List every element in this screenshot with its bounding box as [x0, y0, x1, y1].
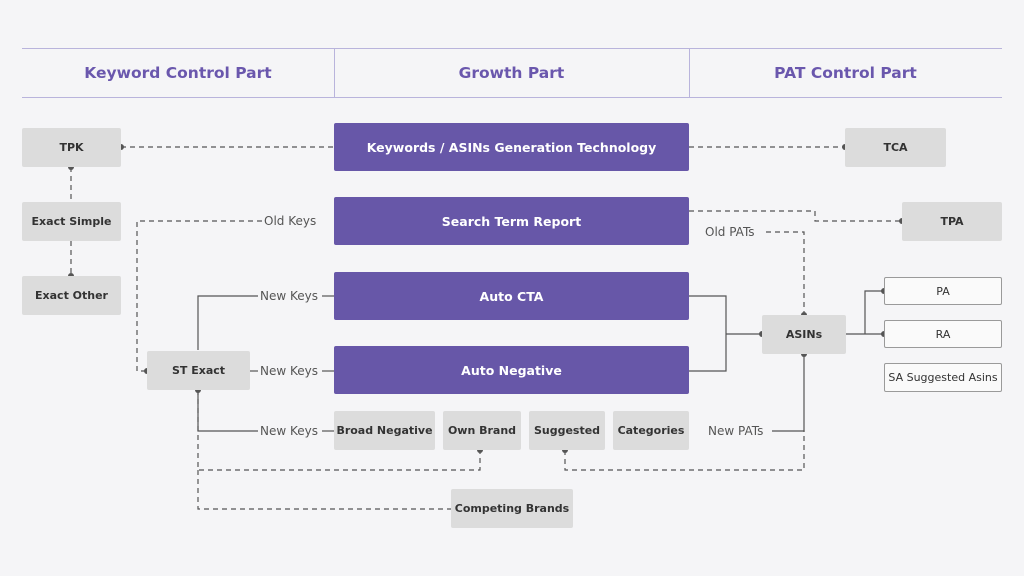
label-old-keys: Old Keys: [262, 214, 319, 228]
header-divider-right: [689, 48, 690, 98]
node-search-term-report: Search Term Report: [334, 197, 689, 245]
label-new-keys-broad: New Keys: [258, 424, 320, 438]
node-exact-other: Exact Other: [22, 276, 121, 315]
header-keyword-control: Keyword Control Part: [84, 64, 272, 82]
header-divider-left: [334, 48, 335, 98]
node-pa: PA: [884, 277, 1002, 305]
label-new-keys-cta: New Keys: [258, 289, 320, 303]
node-exact-simple: Exact Simple: [22, 202, 121, 241]
header-top-rule: [22, 48, 1002, 49]
node-own-brand: Own Brand: [443, 411, 521, 450]
header-pat-control: PAT Control Part: [774, 64, 917, 82]
node-tca: TCA: [845, 128, 946, 167]
header-growth: Growth Part: [458, 64, 565, 82]
node-asins: ASINs: [762, 315, 846, 354]
node-st-exact: ST Exact: [147, 351, 250, 390]
node-broad-negative: Broad Negative: [334, 411, 435, 450]
node-auto-cta: Auto CTA: [334, 272, 689, 320]
label-new-keys-negative: New Keys: [258, 364, 320, 378]
node-auto-negative: Auto Negative: [334, 346, 689, 394]
label-new-pats: New PATs: [706, 424, 766, 438]
node-sa-suggested-asins: SA Suggested Asins: [884, 363, 1002, 392]
node-competing-brands: Competing Brands: [451, 489, 573, 528]
node-keywords-generation: Keywords / ASINs Generation Technology: [334, 123, 689, 171]
header-bottom-rule: [22, 97, 1002, 98]
node-tpk: TPK: [22, 128, 121, 167]
node-ra: RA: [884, 320, 1002, 348]
label-old-pats: Old PATs: [703, 225, 757, 239]
node-tpa: TPA: [902, 202, 1002, 241]
node-suggested: Suggested: [529, 411, 605, 450]
node-categories: Categories: [613, 411, 689, 450]
